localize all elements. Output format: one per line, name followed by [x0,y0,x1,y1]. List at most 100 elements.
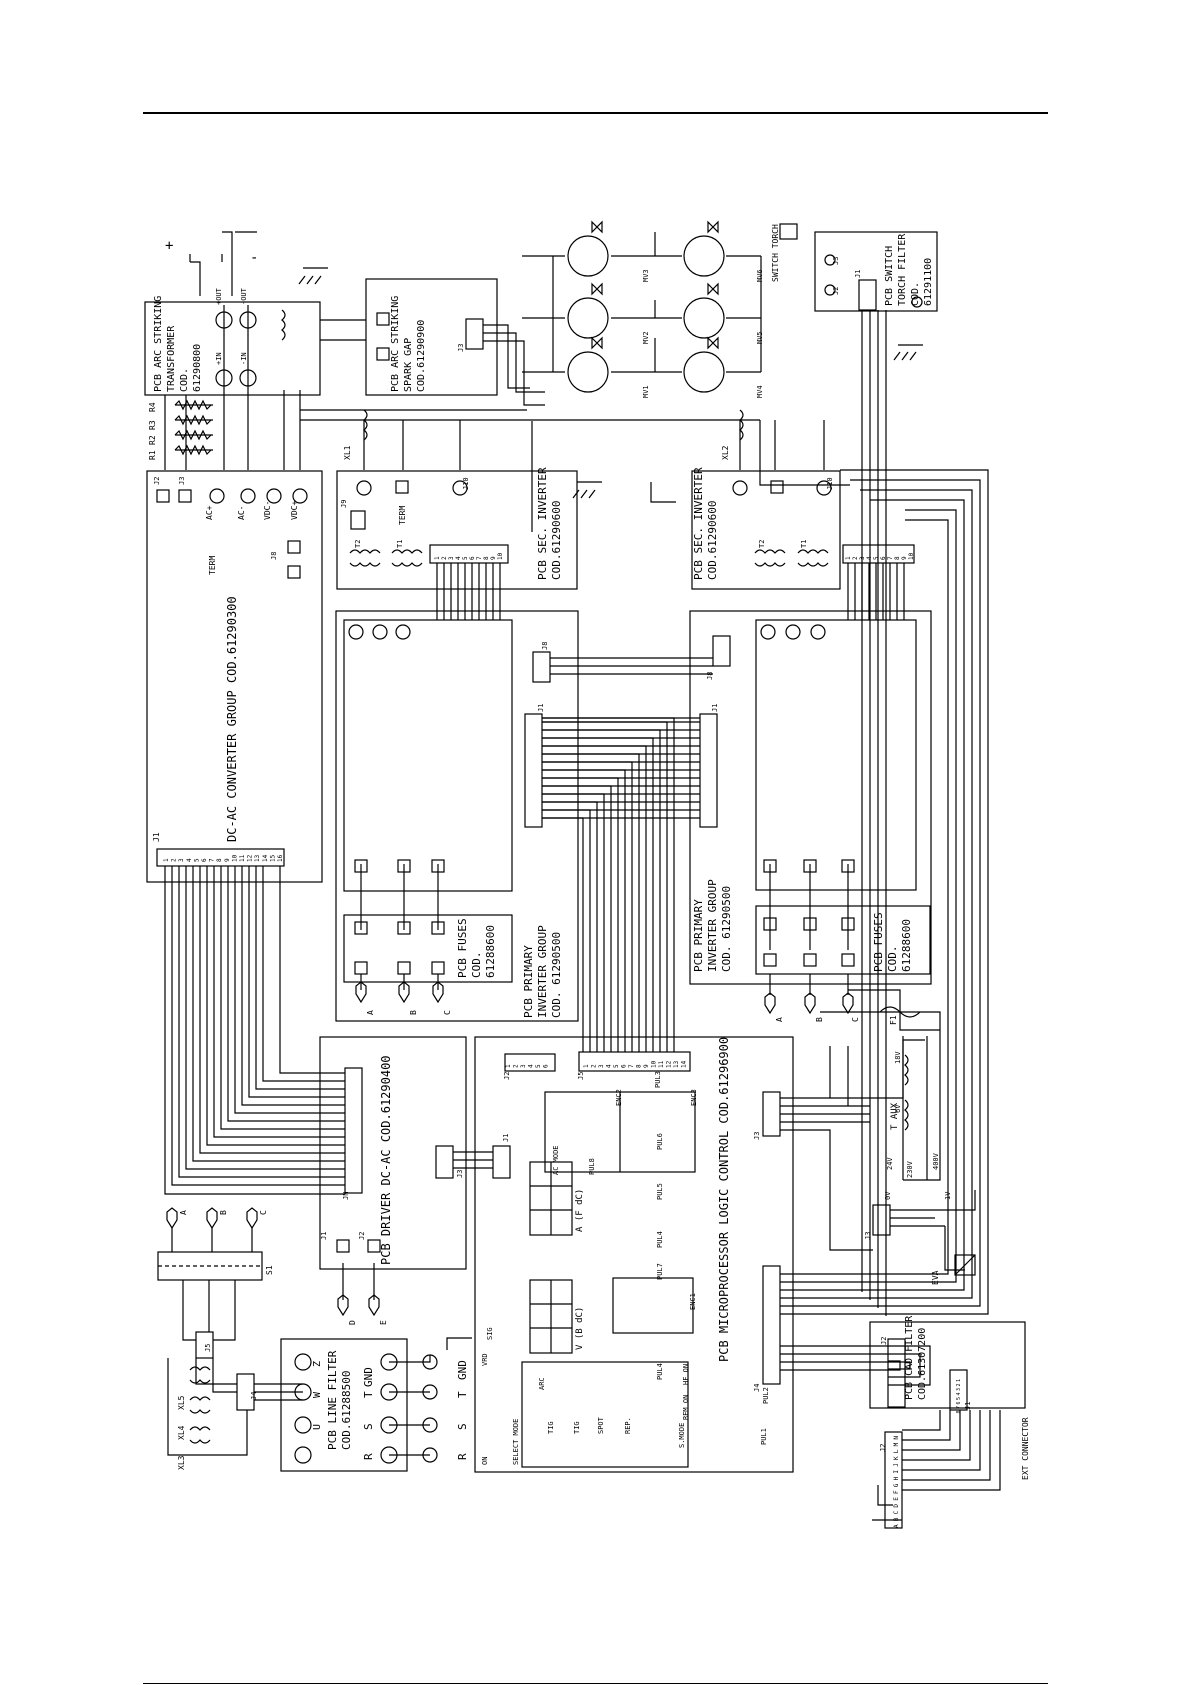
label-term-1: TERM [208,556,217,575]
board-primary-outer-1 [335,610,579,1022]
label-sec-inverter-2-line-2: COD.61290600 [706,501,719,580]
label-t2: T2 [354,540,362,548]
wires-aux [890,1036,976,1271]
label-pul6: PUL6 [656,1133,664,1150]
label-j1-micro: J1 [502,1134,510,1142]
board-sec-inverter-1 [336,470,578,590]
label-j1-cad: J1 [964,1402,972,1410]
pin-number: 4 [528,1064,535,1068]
pin-number: 7 [956,1406,962,1409]
small-pad-squares [156,312,855,1253]
label-p1-a: A [366,1010,375,1015]
label-mv5: MV5 [756,331,764,344]
label-j2-ext: J2 [879,1444,887,1452]
pin-number: 14 [262,854,269,862]
label-sec-inverter-1-line-2: COD.61290600 [550,501,563,580]
board-sec-inverter-2 [691,470,841,590]
label-minus: - [250,250,258,266]
pin-number: 1 [956,1379,962,1382]
connector-driver-j3 [435,1145,454,1179]
board-micro [474,1036,794,1473]
pin-number: 5 [956,1397,962,1400]
label-spark-gap-line-2: SPARK GAP [403,338,414,392]
ground-symbols [298,267,923,1521]
label-18v: 18V [894,1051,902,1064]
label-cad-filter-line-1: PCB CAD FILTER [904,1315,915,1400]
label-1v: 1V [944,1191,952,1200]
label-primary-2-line-2: INVERTER GROUP [706,879,719,972]
pin-number: 6 [621,1064,628,1068]
label-fuses-1-line-2: COD. [470,952,483,979]
label-j2-torch: J2 [832,287,840,295]
label-fuses-2-line-3: 61288600 [900,919,913,972]
label-j10-sec1: J10 [462,477,470,490]
pin-number: 9 [643,1064,650,1068]
fuse-f1-symbol [879,1006,921,1018]
pin-number: 6 [543,1064,550,1068]
ext-pin-letter: I [893,1470,900,1474]
label-j5-line: J5 [204,1344,212,1352]
label-j4-micro: J4 [753,1384,761,1392]
pin-number: 4 [866,556,873,560]
inductor-symbols [281,309,909,1131]
pin-number: 4 [455,556,462,560]
connector-micro-j1 [492,1145,511,1179]
label-arc-transformer-line-2: TRANSFORMER [166,325,177,392]
bus-dcac-to-driver [164,866,345,1195]
label-sig: SIG [486,1327,494,1340]
label-term-2: TERM [398,506,407,525]
label-mv3: MV3 [642,269,650,282]
pin-number: 5 [873,556,880,560]
pin-number: 8 [636,1064,643,1068]
connector-micro-j2 [504,1053,556,1072]
label-primary-1-line-3: COD. 61290500 [550,932,563,1018]
bus-driver-to-micro [453,1151,493,1169]
board-primary-inner-1 [343,619,513,892]
label-r-in: R [362,1453,375,1460]
label-j10-sec2: J10 [826,477,834,490]
connector-j1-sec1 [429,544,509,564]
wires-top [164,305,850,532]
pin-number: 8 [483,556,490,560]
label-gnd-in: GND [362,1367,375,1387]
pin-number: 13 [254,854,261,862]
label-primary-2-line-1: PCB PRIMARY [692,899,705,972]
pin-number: 1 [505,1064,512,1068]
label-e: E [379,1320,388,1325]
pin-number: 9 [490,556,497,560]
bus-j8-link [550,657,713,675]
pin-number: 3 [859,556,866,560]
pin-number: 10 [231,854,238,862]
label-spark-gap-line-1: PCB ARC STRIKING [390,296,401,392]
pin-number: 9 [224,858,231,862]
pin-number: 7 [628,1064,635,1068]
label-r4: R4 [148,402,157,412]
board-cad-filter [869,1321,1026,1409]
label-switch-torch: SWITCH TORCH [771,224,780,282]
label-w: W [312,1391,323,1398]
ext-pin-letter: H [893,1476,900,1480]
pin-number: 10 [497,552,504,560]
label-j3-driver: J3 [456,1170,464,1178]
input-plugs [166,981,854,1317]
label-s-out: S [456,1423,469,1430]
pin-number: 9 [901,556,908,560]
pin-number: 2 [852,556,859,560]
label-out-minus: -OUT [240,287,248,305]
label-dcac-group: DC-AC CONVERTER GROUP COD.61290300 [225,596,239,842]
pin-number: 1 [163,858,170,862]
label-s-mode: S.MODE [678,1423,686,1448]
board-primary-inner-2 [755,619,917,891]
label-mv4: MV4 [756,385,764,398]
label-torch-filter-line-3: COD. [910,282,921,306]
label-vrd: VRD [481,1353,489,1366]
label-pul8: PUL8 [588,1158,596,1175]
label-line-filter-line-1: PCB LINE FILTER [326,1350,339,1450]
label-cad-filter-line-2: COD.61307200 [917,1328,928,1400]
label-24v: 24V [886,1157,894,1170]
connector-switch-torch-j1 [779,223,798,240]
label-display-a: A (F dC) [575,1189,585,1232]
pin-number: 8 [216,858,223,862]
transformer-symbols [189,549,829,1444]
bus-valves [483,232,762,406]
